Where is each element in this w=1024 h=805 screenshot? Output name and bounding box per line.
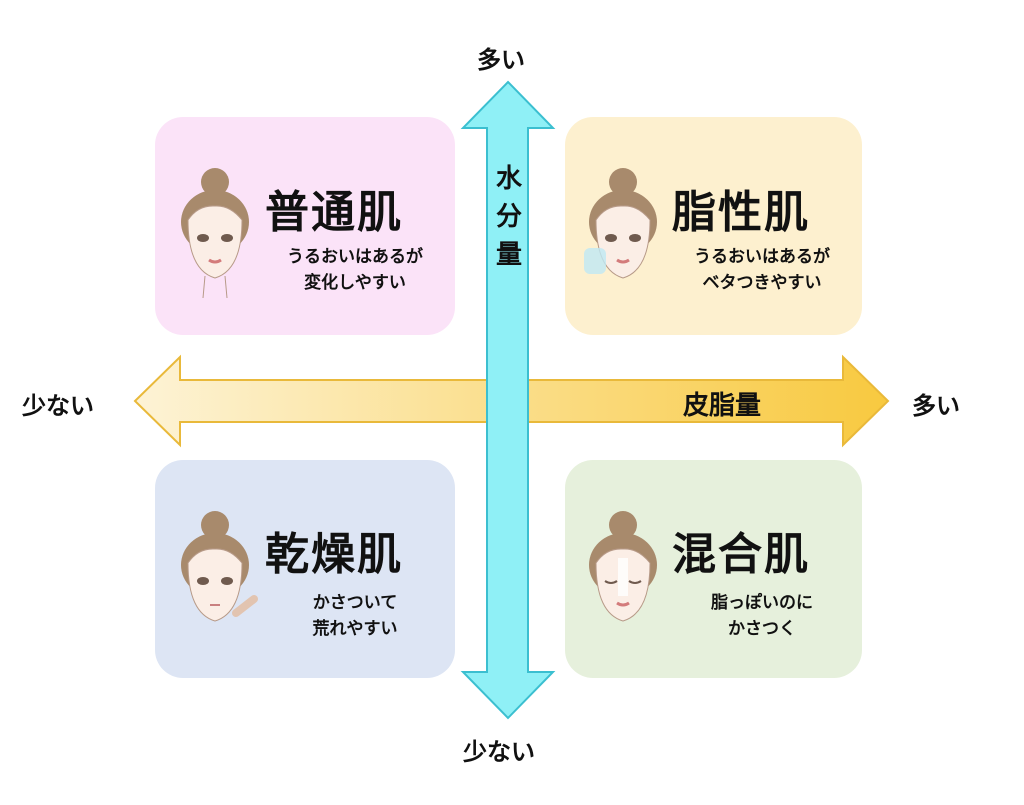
face-illustration [584, 168, 657, 279]
description-line: うるおいはあるが [287, 247, 423, 267]
quadrant-title: 普通肌 [265, 187, 403, 238]
face-illustration [181, 511, 258, 622]
description-line: かさついて [312, 593, 398, 613]
description-line: 荒れやすい [312, 619, 398, 639]
axis-label-char: 量 [495, 240, 522, 270]
quadrant-description: 脂っぽいのに かさつく [662, 590, 862, 642]
sebum-axis-label: 皮脂量 [683, 391, 762, 421]
face-illustration [589, 511, 657, 622]
face-illustration [181, 168, 249, 299]
moisture-high-label: 多い [477, 46, 525, 74]
quadrant-title: 混合肌 [672, 529, 810, 580]
description-line: うるおいはあるが [694, 247, 830, 267]
description-line: 変化しやすい [304, 273, 406, 293]
quadrant-description: うるおいはあるが ベタつきやすい [662, 244, 862, 296]
description-line: 脂っぽいのに [711, 593, 813, 613]
moisture-low-label: 少ない [463, 738, 535, 766]
quadrant-description: かさついて 荒れやすい [255, 590, 455, 642]
description-line: ベタつきやすい [702, 273, 822, 293]
axis-label-char: 水 [495, 164, 522, 194]
sebum-low-label: 少ない [22, 392, 94, 420]
axis-label-char: 分 [495, 202, 522, 232]
moisture-axis-label: 水分量 [491, 160, 527, 274]
quadrant-title: 脂性肌 [672, 187, 810, 238]
quadrant-title: 乾燥肌 [265, 529, 403, 580]
description-line: かさつく [728, 619, 796, 639]
quadrant-description: うるおいはあるが 変化しやすい [255, 244, 455, 296]
moisture-axis-arrow [460, 80, 556, 720]
sebum-high-label: 多い [912, 392, 960, 420]
